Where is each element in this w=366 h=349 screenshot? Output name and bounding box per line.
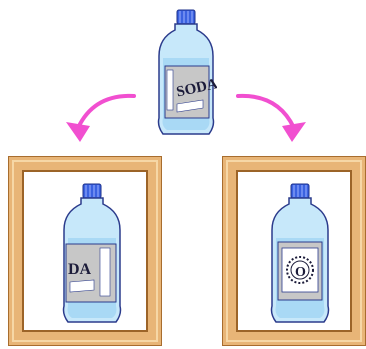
left-arrow	[58, 88, 138, 148]
right-picture-frame: O	[222, 156, 366, 346]
left-bottle-label: DA	[68, 261, 92, 278]
right-arrow	[234, 88, 314, 148]
right-bottle: O	[268, 182, 332, 326]
left-picture-frame: DA	[8, 156, 162, 346]
right-bottle-label: O	[295, 265, 306, 280]
right-frame-canvas: O	[236, 170, 352, 332]
left-frame-canvas: DA	[22, 170, 148, 332]
left-bottle: DA	[60, 182, 124, 326]
top-soda-bottle: SODA	[155, 8, 217, 140]
